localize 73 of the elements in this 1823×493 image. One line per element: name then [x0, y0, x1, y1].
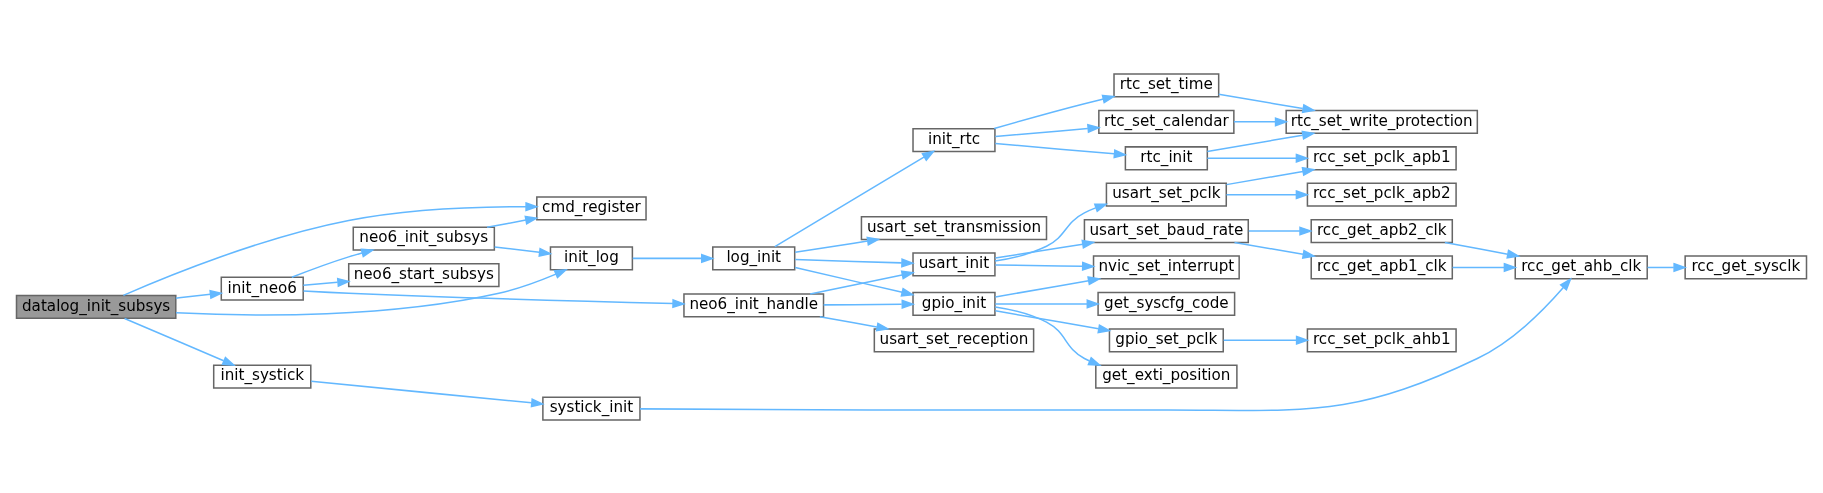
node-box: rcc_get_apb1_clk: [1310, 254, 1454, 280]
arrow: [1217, 92, 1316, 113]
node-box: usart_set_baud_rate: [1083, 218, 1249, 243]
arrow: [1225, 166, 1316, 185]
arrow: [123, 317, 236, 366]
arrow: [310, 380, 545, 408]
arrow: [994, 309, 1112, 333]
arrow: [994, 203, 1109, 262]
arrow: [1248, 225, 1313, 236]
node-box: init_log: [549, 245, 634, 270]
node-box: rtc_init: [1124, 145, 1209, 170]
arrow: [822, 299, 916, 309]
node-box: usart_set_reception: [873, 327, 1035, 352]
node-box: datalog_init_subsys: [15, 294, 177, 319]
arrow: [809, 269, 916, 295]
arrow: [994, 298, 1101, 309]
node-box: get_syscfg_code: [1097, 291, 1236, 316]
node-box: rcc_get_ahb_clk: [1514, 254, 1648, 280]
arrow: [486, 215, 539, 228]
node-box: usart_init: [912, 251, 996, 277]
node-box: systick_init: [542, 395, 641, 421]
arrow: [1225, 189, 1310, 199]
arrow: [1233, 241, 1317, 259]
arrow: [994, 239, 1096, 259]
arrow: [302, 277, 351, 287]
arrow: [1451, 262, 1518, 272]
arrow: [774, 149, 936, 247]
node-box: get_exti_position: [1095, 364, 1238, 389]
node-box: rcc_set_pclk_apb2: [1306, 182, 1457, 207]
arrow: [1206, 130, 1316, 152]
node-box: gpio_set_pclk: [1108, 327, 1224, 352]
node-box: nvic_set_interrupt: [1092, 254, 1240, 280]
node-box: rtc_set_time: [1113, 72, 1220, 98]
node-box: rtc_set_write_protection: [1285, 109, 1479, 134]
arrow: [639, 277, 1572, 411]
arrow: [493, 245, 553, 257]
arrow: [291, 247, 375, 278]
arrow: [994, 261, 1096, 271]
node-box: init_rtc: [912, 127, 996, 152]
node-box: neo6_start_subsys: [347, 262, 500, 287]
arrow: [302, 289, 686, 308]
arrow: [794, 257, 915, 268]
node-box: rcc_get_apb2_clk: [1310, 218, 1454, 243]
node-box: neo6_init_handle: [683, 292, 825, 318]
arrow: [1646, 262, 1688, 272]
arrow: [631, 253, 715, 263]
arrow: [994, 275, 1102, 298]
arrow: [1233, 116, 1289, 127]
node-box: rtc_set_calendar: [1098, 109, 1235, 134]
arrow: [1222, 335, 1310, 345]
arrow: [994, 305, 1102, 366]
node-box: gpio_init: [912, 291, 996, 316]
node-box: init_systick: [212, 364, 312, 389]
arrow: [1206, 152, 1310, 163]
arrow: [122, 201, 539, 296]
arrow: [819, 315, 890, 332]
arrow: [994, 142, 1128, 159]
node-box: rcc_get_sysclk: [1684, 254, 1808, 280]
node-box: init_neo6: [220, 276, 304, 301]
arrow: [794, 266, 915, 297]
arrow: [1444, 241, 1521, 259]
node-box: log_init: [712, 245, 796, 270]
node-box: rcc_set_pclk_apb1: [1306, 145, 1457, 170]
node-box: usart_set_transmission: [860, 215, 1048, 240]
arrow: [175, 289, 224, 299]
arrow: [993, 94, 1116, 129]
node-box: neo6_init_subsys: [352, 226, 496, 251]
node-box: usart_set_pclk: [1105, 182, 1228, 207]
node-box: rcc_set_pclk_ahb1: [1306, 327, 1457, 352]
arrow: [175, 268, 568, 316]
arrow: [994, 123, 1102, 137]
node-box: cmd_register: [536, 195, 647, 220]
arrow: [794, 235, 881, 253]
